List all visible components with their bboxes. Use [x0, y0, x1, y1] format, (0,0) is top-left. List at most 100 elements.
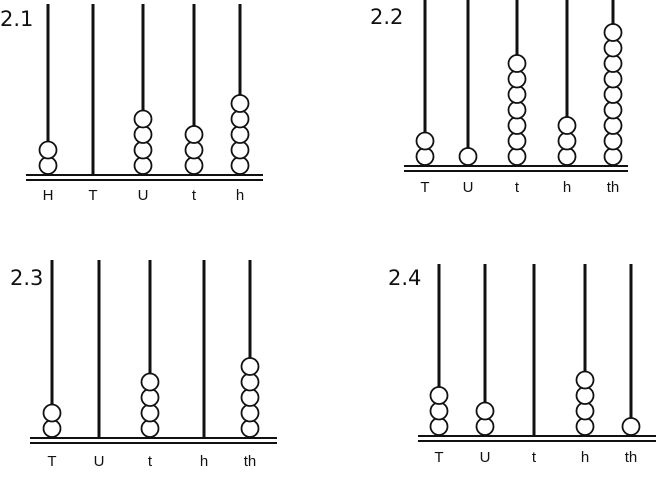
place-value-label: U — [463, 179, 474, 196]
rod-t: t — [532, 264, 537, 466]
bead — [507, 131, 527, 151]
rod-t: t — [140, 260, 160, 470]
bead — [38, 140, 58, 160]
bead — [575, 417, 595, 436]
place-value-label: T — [434, 449, 443, 466]
place-value-label: th — [244, 453, 257, 470]
place-value-label: h — [563, 179, 571, 196]
rod-th: th — [240, 260, 260, 470]
bead — [603, 23, 623, 42]
question-label: 2.3 — [10, 266, 43, 290]
rod-h: h — [200, 260, 208, 470]
bead — [458, 147, 478, 166]
bead — [415, 131, 435, 151]
rod-h: h — [230, 4, 250, 204]
rod-th: th — [621, 264, 641, 466]
bead — [507, 147, 527, 166]
bead — [184, 125, 204, 144]
rod-T: T — [429, 264, 449, 466]
bead — [240, 372, 260, 392]
bead — [230, 109, 250, 129]
place-value-label: U — [138, 187, 149, 204]
bead — [603, 85, 623, 104]
bead — [42, 403, 62, 423]
bead — [429, 386, 449, 405]
bead — [575, 370, 595, 390]
rod-th: th — [603, 0, 623, 196]
bead — [575, 386, 595, 405]
rod-t: t — [184, 4, 204, 204]
bead — [42, 419, 62, 438]
bead — [133, 140, 153, 160]
rod-T: T — [415, 0, 435, 196]
bead — [557, 116, 577, 135]
place-value-label: T — [88, 187, 97, 204]
bead — [575, 401, 595, 421]
rod-t: t — [507, 0, 527, 196]
bead — [230, 94, 250, 113]
bead — [140, 419, 160, 438]
place-value-label: t — [532, 449, 537, 466]
bead — [603, 147, 623, 166]
bead — [603, 54, 623, 73]
bead — [133, 125, 153, 144]
place-value-label: th — [607, 179, 620, 196]
place-value-label: T — [47, 453, 56, 470]
bead — [603, 116, 623, 135]
bead — [230, 125, 250, 144]
question-label: 2.2 — [370, 5, 403, 29]
bead — [603, 131, 623, 151]
bead — [240, 388, 260, 407]
bead — [557, 147, 577, 166]
place-value-label: t — [148, 453, 153, 470]
bead — [240, 403, 260, 423]
place-value-label: T — [420, 179, 429, 196]
bead — [133, 109, 153, 129]
rod-T: T — [88, 4, 98, 204]
bead — [621, 417, 641, 436]
bead — [603, 69, 623, 89]
place-value-label: t — [515, 179, 520, 196]
rod-U: U — [475, 264, 495, 466]
bead — [133, 156, 153, 175]
bead — [38, 156, 58, 175]
rod-U: U — [133, 4, 153, 204]
bead — [184, 156, 204, 175]
bead — [240, 419, 260, 438]
bead — [603, 38, 623, 58]
bead — [507, 116, 527, 135]
place-value-label: h — [236, 187, 244, 204]
place-value-label: U — [480, 449, 491, 466]
rod-h: h — [557, 0, 577, 196]
bead — [507, 100, 527, 120]
rod-H: H — [38, 4, 58, 204]
bead — [475, 417, 495, 436]
place-value-label: th — [625, 449, 638, 466]
bead — [240, 357, 260, 376]
bead — [507, 85, 527, 104]
bead — [603, 100, 623, 120]
bead — [557, 131, 577, 151]
rod-U: U — [458, 0, 478, 196]
bead — [230, 140, 250, 160]
rod-T: T — [42, 260, 62, 470]
question-label: 2.1 — [0, 7, 33, 31]
bead — [140, 372, 160, 392]
bead — [184, 140, 204, 160]
bead — [140, 403, 160, 423]
rod-U: U — [94, 260, 105, 470]
question-label: 2.4 — [388, 266, 421, 290]
place-value-label: h — [200, 453, 208, 470]
bead — [429, 417, 449, 436]
bead — [475, 401, 495, 421]
place-value-label: U — [94, 453, 105, 470]
bead — [230, 156, 250, 175]
place-value-label: H — [43, 187, 54, 204]
bead — [140, 388, 160, 407]
